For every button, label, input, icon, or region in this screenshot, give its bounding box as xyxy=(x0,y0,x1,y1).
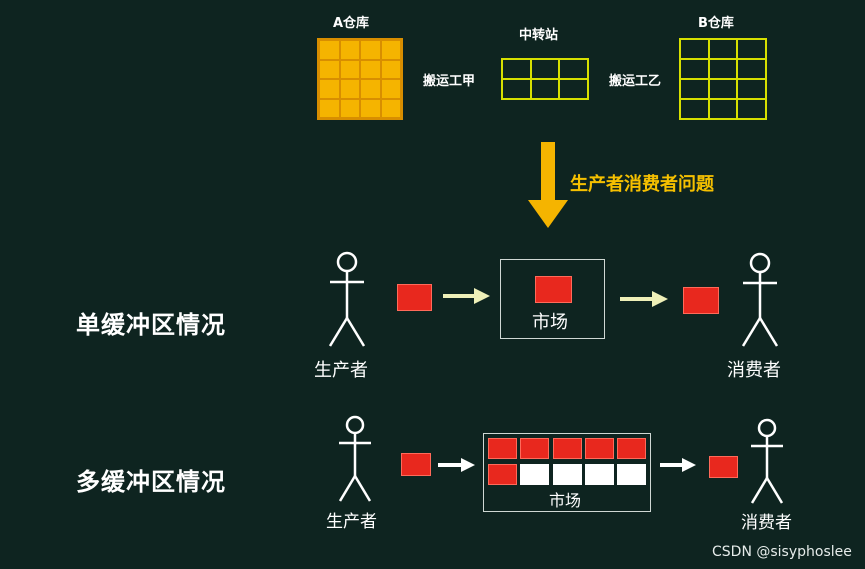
worker-a-label: 搬运工甲 xyxy=(423,74,476,89)
multi-item-out xyxy=(709,456,738,478)
warehouse-a-grid xyxy=(317,38,403,120)
buffer-slot-empty xyxy=(520,464,549,485)
buffer-slot-full xyxy=(585,438,614,459)
warehouse-b-grid xyxy=(679,38,767,120)
buffer-slot-empty xyxy=(553,464,582,485)
single-buffer-title: 单缓冲区情况 xyxy=(76,311,226,339)
multi-buffer-title: 多缓冲区情况 xyxy=(76,468,226,496)
single-producer-label: 生产者 xyxy=(314,360,368,381)
multi-producer-label: 生产者 xyxy=(326,512,377,532)
transfer-station-label: 中转站 xyxy=(519,28,559,43)
multi-market-box xyxy=(483,433,651,512)
buffer-slot-full xyxy=(553,438,582,459)
multi-item-in xyxy=(401,453,431,476)
single-market-item xyxy=(535,276,572,303)
buffer-slot-empty xyxy=(617,464,646,485)
buffer-slot-full xyxy=(617,438,646,459)
buffer-slot-full xyxy=(520,438,549,459)
buffer-slot-full xyxy=(488,464,517,485)
buffer-slot-full xyxy=(488,438,517,459)
watermark: CSDN @sisyphoslee xyxy=(712,544,852,560)
single-item-in xyxy=(397,284,432,311)
worker-b-label: 搬运工乙 xyxy=(609,74,662,89)
single-market-box xyxy=(500,259,605,339)
problem-label: 生产者消费者问题 xyxy=(570,174,714,195)
single-item-out xyxy=(683,287,719,314)
multi-market-label: 市场 xyxy=(549,491,582,510)
transfer-station-grid xyxy=(501,58,589,100)
buffer-slot-empty xyxy=(585,464,614,485)
warehouse-a-label: A仓库 xyxy=(333,16,370,31)
multi-consumer-label: 消费者 xyxy=(741,513,792,533)
single-consumer-label: 消费者 xyxy=(727,360,781,381)
single-market-label: 市场 xyxy=(532,312,568,333)
warehouse-b-label: B仓库 xyxy=(698,16,734,31)
